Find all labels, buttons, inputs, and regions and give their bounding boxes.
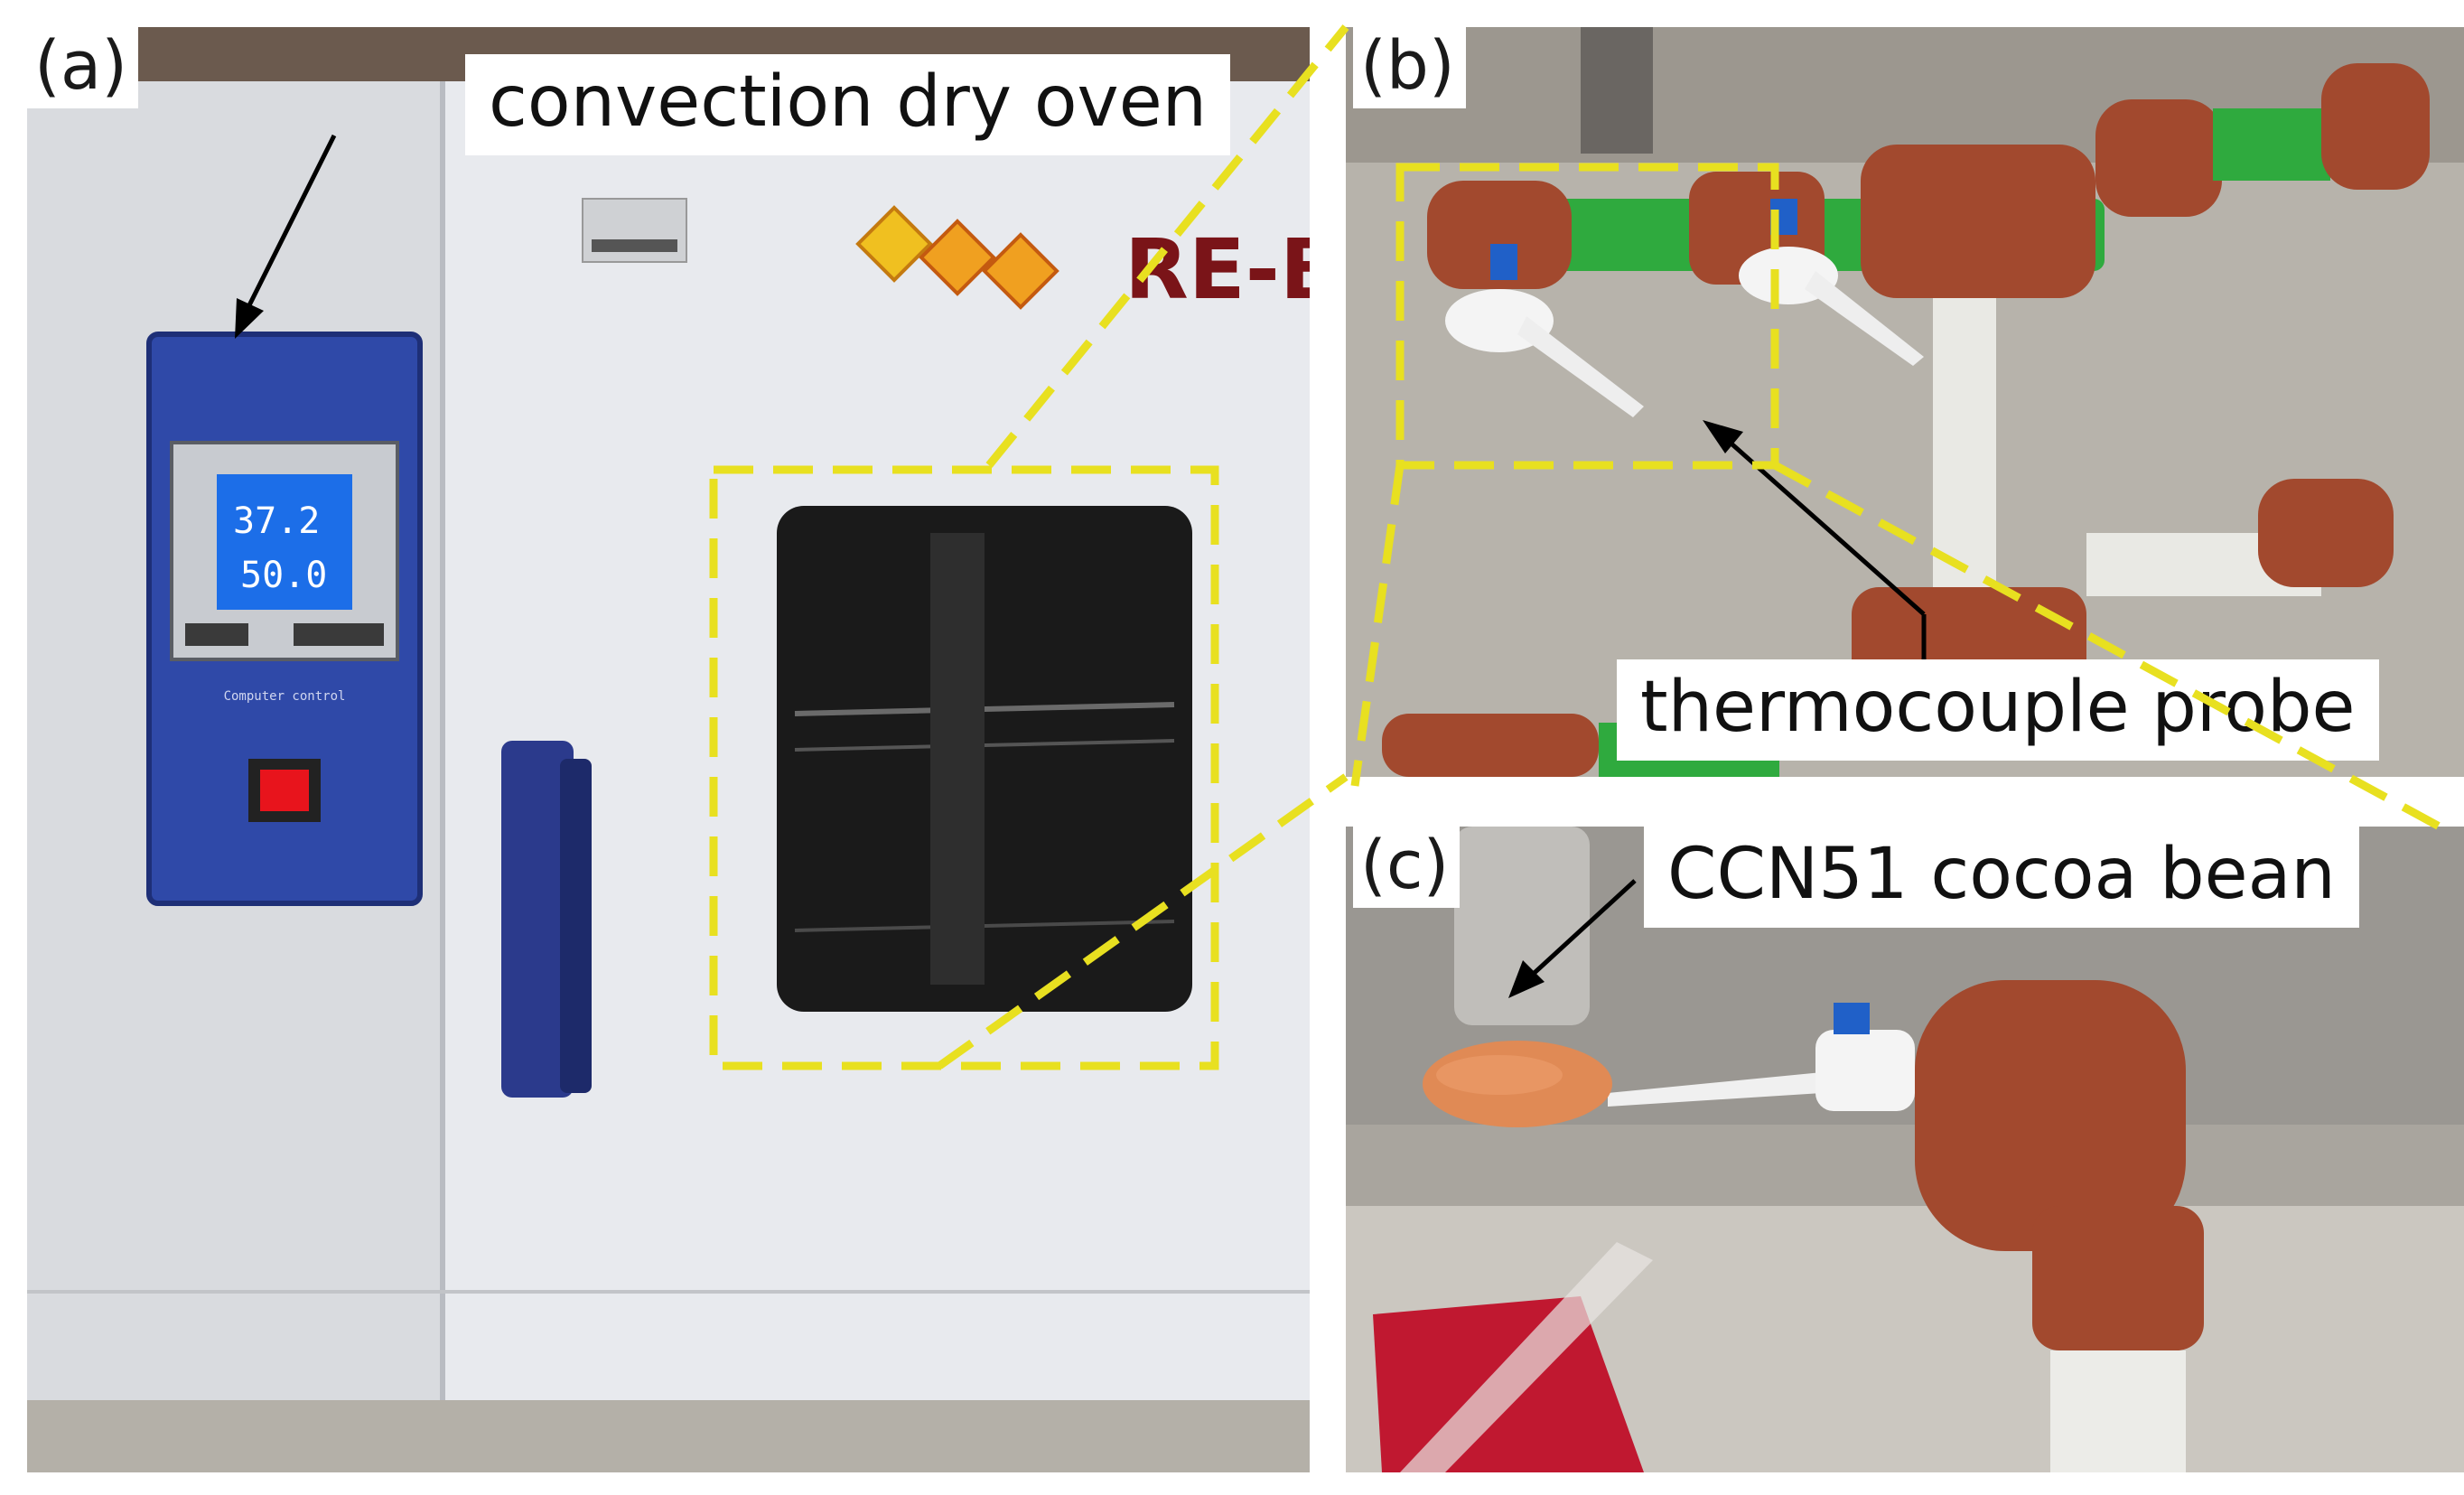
oven-illustration: RE-BE 37.2 50.0 Computer control [27, 27, 1310, 1472]
probe-highlight-box [1395, 163, 1779, 470]
lcd-display [217, 474, 352, 610]
oven-callout: convection dry oven [465, 54, 1231, 155]
panel-b-label: (b) [1353, 27, 1466, 108]
label-sticker [582, 198, 687, 263]
probe-callout: thermocouple probe [1617, 659, 2379, 761]
panel-b-probe-photo: (b) thermocouple probe [1346, 27, 2464, 777]
panel-a-label: (a) [27, 27, 139, 108]
display-reading-top: 37.2 [233, 500, 320, 542]
thermocouple-probe [1445, 199, 1924, 417]
display-reading-bottom: 50.0 [240, 555, 327, 596]
panel-c-bean-photo: (c) CCN51 cocoa bean [1346, 827, 2464, 1472]
door-handle [501, 741, 574, 1098]
panel-a-oven-photo: RE-BE 37.2 50.0 Computer control (a) con… [27, 27, 1310, 1472]
pipe-elbow-left [1427, 181, 1572, 289]
panel-caption: Computer control [224, 689, 346, 704]
pipe-elbow [1915, 980, 2186, 1251]
oven-brand: RE-BE [1125, 221, 1310, 318]
pipe-tee [1861, 145, 2095, 298]
bean-callout: CCN51 cocoa bean [1644, 827, 2359, 928]
panel-c-label: (c) [1353, 827, 1461, 908]
